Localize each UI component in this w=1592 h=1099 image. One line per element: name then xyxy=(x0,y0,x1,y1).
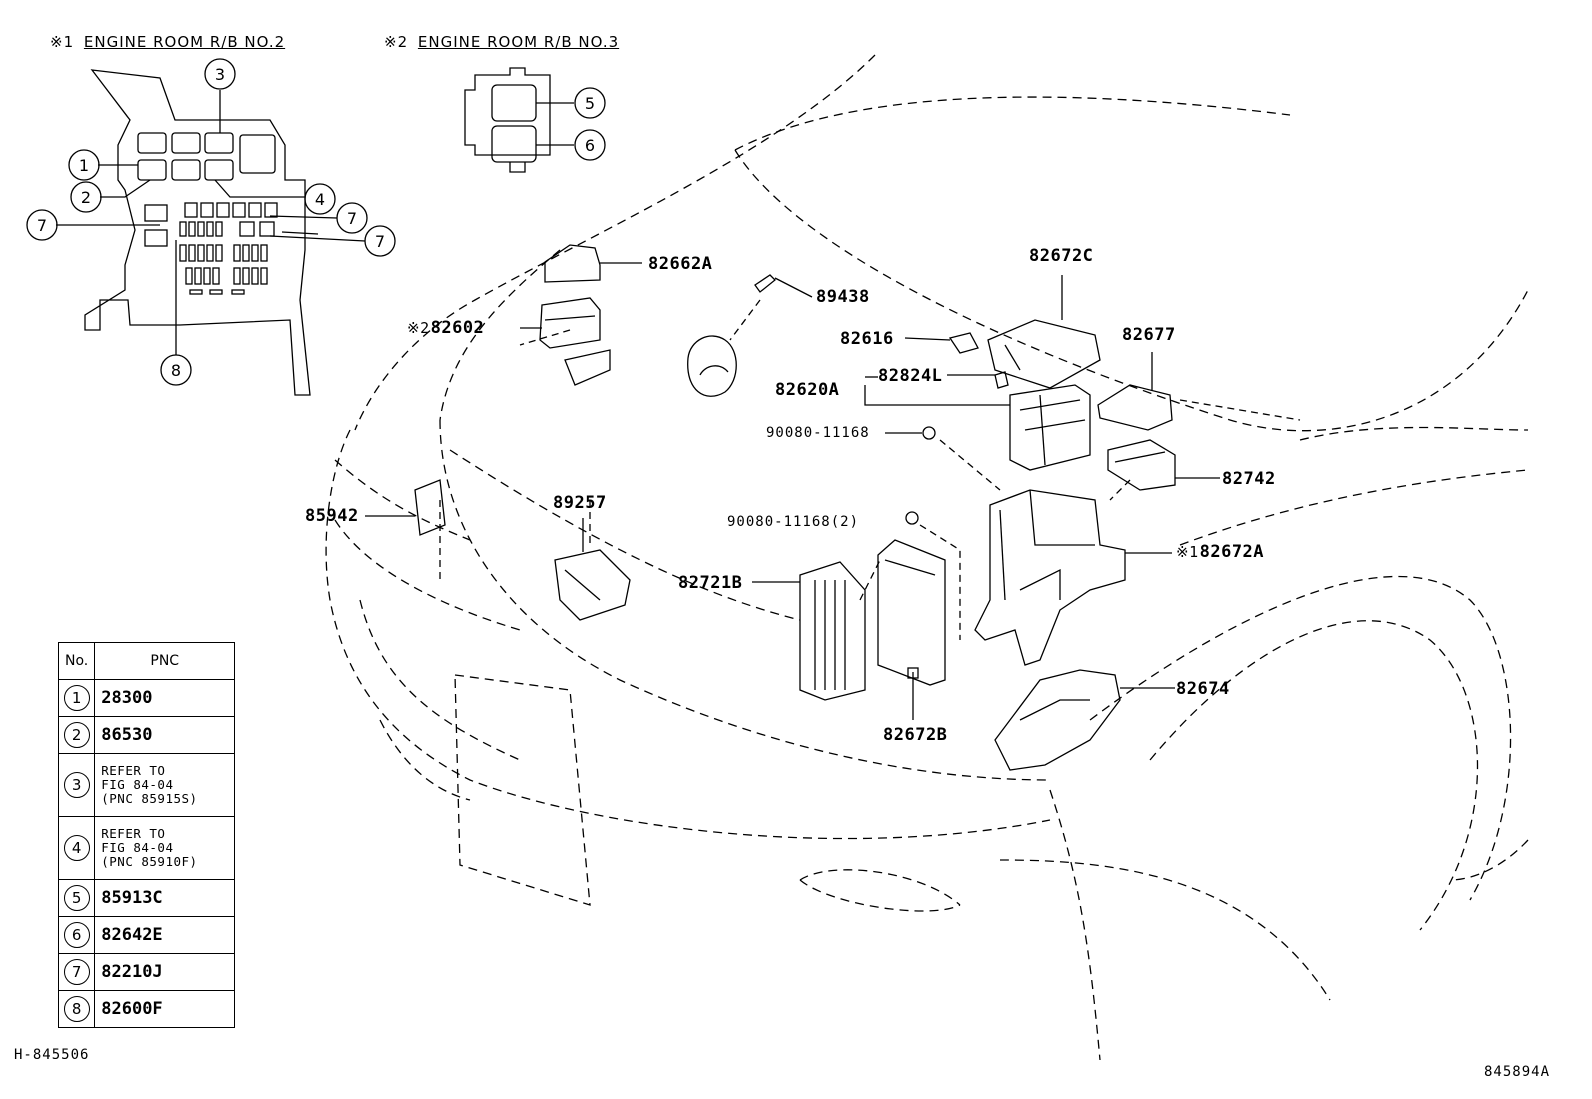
part-85942-relay xyxy=(365,479,446,536)
pnc-table: No. PNC 1 28300 2 86530 3 REFER TO FIG 8… xyxy=(57,642,236,1028)
label-82674[interactable]: 82674 xyxy=(1176,679,1230,699)
col-no-header: No. xyxy=(57,642,96,680)
table-row: 3 REFER TO FIG 84-04 (PNC 85915S) xyxy=(57,753,236,817)
relay-block-no3-drawing xyxy=(464,67,606,173)
row-no: 8 xyxy=(63,996,90,1022)
callout-7a: 7 xyxy=(37,216,47,235)
row-no: 6 xyxy=(63,922,90,948)
relay-block-no2-leaders xyxy=(56,90,366,355)
pnc-table-header: No. PNC xyxy=(57,642,236,680)
header-mark-1: ※1 xyxy=(50,33,75,51)
table-row: 5 85913C xyxy=(57,879,236,917)
label-85942[interactable]: 85942 xyxy=(305,506,359,526)
row-pnc[interactable]: 86530 xyxy=(94,716,236,754)
row-pnc[interactable]: REFER TO FIG 84-04 (PNC 85910F) xyxy=(94,816,236,880)
part-82672c-cover xyxy=(987,275,1101,389)
part-82616-fuse xyxy=(904,332,979,354)
label-82672c[interactable]: 82672C xyxy=(1029,246,1094,266)
callout-1: 1 xyxy=(79,156,89,175)
label-82672a-mark: ※1 xyxy=(1176,543,1199,561)
fuse-row-2 xyxy=(179,244,268,262)
fuse-row-1 xyxy=(179,221,223,237)
label-82824l[interactable]: 82824L xyxy=(878,366,943,386)
table-row: 2 86530 xyxy=(57,716,236,754)
footer-left-code: H-845506 xyxy=(14,1047,90,1063)
part-82662a-cover xyxy=(544,244,642,283)
label-82672b[interactable]: 82672B xyxy=(883,725,948,745)
row-pnc[interactable]: 28300 xyxy=(94,679,236,717)
callout-3: 3 xyxy=(215,65,225,84)
part-90080-bolt-a xyxy=(885,426,936,440)
row-no: 4 xyxy=(63,835,90,861)
table-row: 1 28300 xyxy=(57,679,236,717)
row-pnc[interactable]: 82600F xyxy=(94,990,236,1028)
part-89438-sensor xyxy=(687,274,813,397)
callout-7c: 7 xyxy=(375,232,385,251)
header-relay-block-no3: ※2 ENGINE ROOM R/B NO.3 xyxy=(384,33,619,51)
footer-right-code: 845894A xyxy=(1484,1064,1551,1080)
callout-8: 8 xyxy=(171,361,181,380)
callout-7b: 7 xyxy=(347,209,357,228)
row-no: 2 xyxy=(63,722,90,748)
label-89438[interactable]: 89438 xyxy=(816,287,870,307)
label-82721b[interactable]: 82721B xyxy=(678,573,743,593)
leader-dashes xyxy=(439,299,1301,640)
table-row: 6 82642E xyxy=(57,916,236,954)
label-90080-b[interactable]: 90080-11168(2) xyxy=(727,514,860,530)
label-82616[interactable]: 82616 xyxy=(840,329,894,349)
label-82602[interactable]: ※282602 xyxy=(407,318,484,338)
header-relay-block-no2: ※1 ENGINE ROOM R/B NO.2 xyxy=(50,33,285,51)
callout-6: 6 xyxy=(585,136,595,155)
row-no: 1 xyxy=(63,685,90,711)
part-82672a-housing xyxy=(974,489,1172,666)
table-row: 7 82210J xyxy=(57,953,236,991)
part-82620a-block xyxy=(864,371,1091,471)
label-82672a-text: 82672A xyxy=(1199,542,1265,562)
label-82742[interactable]: 82742 xyxy=(1222,469,1276,489)
header-title-2: ENGINE ROOM R/B NO.3 xyxy=(417,33,620,51)
callout-circles-inset1 xyxy=(26,58,396,386)
callout-2: 2 xyxy=(81,188,91,207)
row-pnc[interactable]: 82210J xyxy=(94,953,236,991)
header-title-1: ENGINE ROOM R/B NO.2 xyxy=(83,33,286,51)
relay-block-no2-drawing xyxy=(84,69,319,396)
part-82677-cover xyxy=(1097,352,1173,431)
header-mark-2: ※2 xyxy=(384,33,409,51)
table-row: 8 82600F xyxy=(57,990,236,1028)
label-82602-mark: ※2 xyxy=(407,319,430,337)
part-82674-bracket xyxy=(994,669,1175,771)
part-82672b-cover xyxy=(877,539,946,720)
table-row: 4 REFER TO FIG 84-04 (PNC 85910F) xyxy=(57,816,236,880)
label-82677[interactable]: 82677 xyxy=(1122,325,1176,345)
label-82672a[interactable]: ※182672A xyxy=(1176,542,1264,562)
callout-4: 4 xyxy=(315,190,325,209)
part-89257-ecu xyxy=(554,518,631,621)
part-82721b-ecu xyxy=(752,561,866,701)
part-82742-relay xyxy=(1107,439,1220,491)
row-pnc[interactable]: REFER TO FIG 84-04 (PNC 85915S) xyxy=(94,753,236,817)
fuse-row-3 xyxy=(185,267,268,285)
label-82620a[interactable]: 82620A xyxy=(775,380,840,400)
part-90080-bolt-b xyxy=(905,511,919,525)
label-82662a[interactable]: 82662A xyxy=(648,254,713,274)
col-pnc-header: PNC xyxy=(94,642,236,680)
row-no: 3 xyxy=(63,772,90,798)
row-no: 7 xyxy=(63,959,90,985)
part-82602-relay-block xyxy=(520,297,611,386)
label-89257[interactable]: 89257 xyxy=(553,493,607,513)
row-pnc[interactable]: 85913C xyxy=(94,879,236,917)
callout-5: 5 xyxy=(585,94,595,113)
label-82602-text: 82602 xyxy=(430,318,485,338)
row-pnc[interactable]: 82642E xyxy=(94,916,236,954)
label-90080-a[interactable]: 90080-11168 xyxy=(766,425,870,441)
vehicle-outline xyxy=(325,54,1529,1061)
row-no: 5 xyxy=(63,885,90,911)
